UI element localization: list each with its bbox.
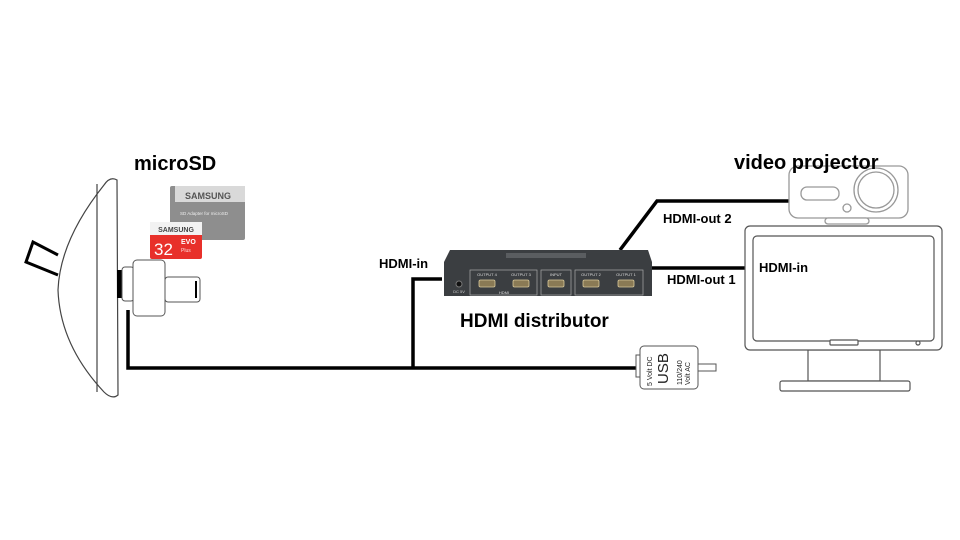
mount-bracket [24, 239, 59, 277]
card-capacity: 32 [154, 240, 173, 259]
hdmi-distributor: DC 5V OUTPUT 4 OUTPUT 3 INPUT OUTPUT 2 O… [444, 250, 652, 296]
label-hdmi-in-monitor: HDMI-in [759, 260, 808, 275]
adapter-dc-label: 5 Volt DC [647, 356, 654, 386]
card-line: EVO [181, 239, 196, 246]
adapter-usb-label: USB [655, 353, 672, 384]
dome-camera [24, 178, 119, 398]
card-sub: Plus [181, 248, 191, 254]
label-hdmi-out-2: HDMI-out 2 [663, 211, 732, 226]
monitor [744, 225, 943, 392]
adapter-ac-label-2: Volt AC [685, 362, 692, 385]
port-dc-label: DC 5V [453, 289, 465, 294]
video-projector [788, 165, 909, 225]
card-brand: SAMSUNG [158, 227, 194, 234]
port-hdmi-label: HDMI [499, 290, 509, 295]
label-hdmi-in-distributor: HDMI-in [379, 256, 428, 271]
label-video-projector: video projector [734, 152, 879, 174]
cables [126, 199, 792, 370]
port-output1-label: OUTPUT 1 [616, 272, 636, 277]
adapter-brand: SAMSUNG [185, 191, 231, 201]
hdmi-out-2-cable [618, 199, 792, 252]
port-output4-label: OUTPUT 4 [477, 272, 497, 277]
hdmi-in-cable [411, 277, 442, 368]
port-output3-label: OUTPUT 3 [511, 272, 531, 277]
camera-lens-connector [117, 259, 201, 317]
adapter-ac-label-1: 110/240 [677, 360, 684, 385]
port-input-label: INPUT [550, 272, 563, 277]
usb-power-adapter: 5 Volt DC USB 110/240 Volt AC [635, 345, 717, 390]
adapter-text: SD Adapter for microSD [180, 211, 229, 216]
label-hdmi-distributor: HDMI distributor [460, 311, 609, 332]
label-microsd: microSD [134, 153, 216, 175]
port-output2-label: OUTPUT 2 [581, 272, 601, 277]
camera-cable [126, 310, 640, 370]
label-hdmi-out-1: HDMI-out 1 [667, 272, 736, 287]
microsd-card-image: SAMSUNG SD Adapter for microSD SAMSUNG 3… [150, 186, 245, 259]
